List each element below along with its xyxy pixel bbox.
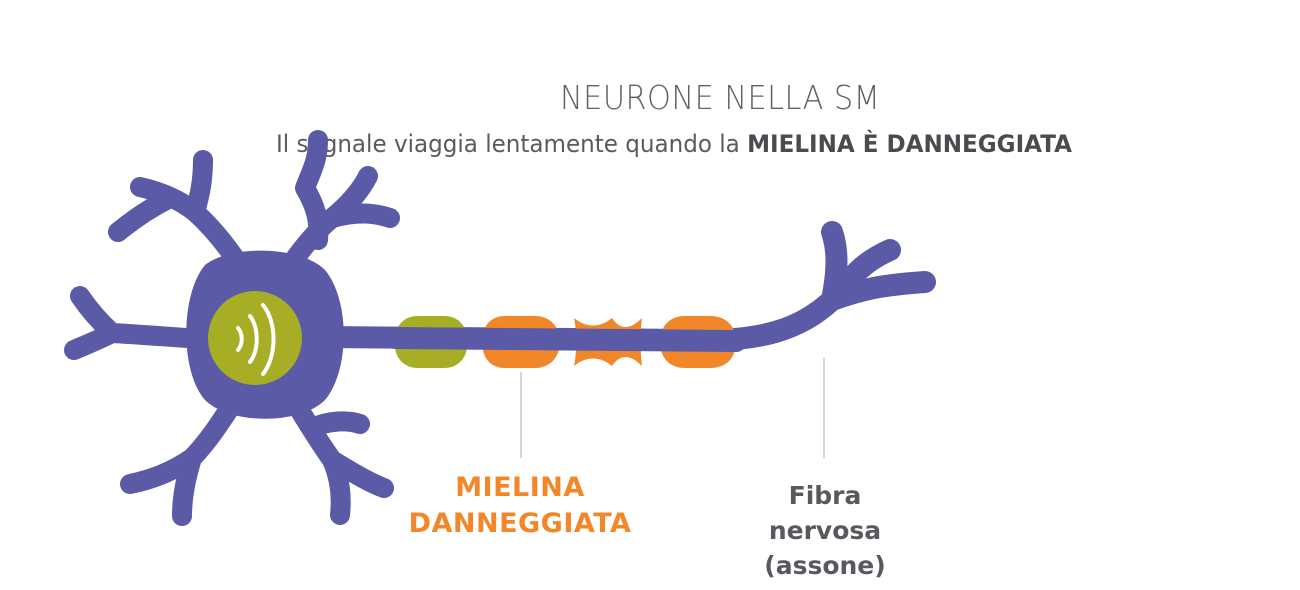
dendrite-upper-left: [108, 150, 265, 300]
damaged-myelin-label-line1: MIELINA: [455, 472, 585, 503]
axon-core: [384, 327, 747, 352]
subtitle-emphasis: MIELINA È DANNEGGIATA: [747, 130, 1072, 158]
nerve-fiber-label-line3: (assone): [764, 551, 886, 580]
axon: [309, 221, 936, 352]
signal-wave-2: [248, 314, 259, 364]
damaged-myelin-label: MIELINA DANNEGGIATA: [400, 470, 640, 542]
nerve-fiber-label-line1: Fibra: [788, 481, 862, 510]
dendrite-upper-right: [265, 130, 400, 300]
diagram-subtitle: Il segnale viaggia lentamente quando la …: [276, 130, 1072, 158]
nerve-fiber-label: Fibra nervosa (assone): [730, 478, 920, 583]
nerve-fiber-label-line2: nervosa: [768, 516, 882, 545]
dendrite-lower-right: [275, 375, 394, 525]
signal-wave-1: [236, 326, 244, 352]
damaged-myelin-label-line2: DANNEGGIATA: [408, 508, 632, 539]
subtitle-prefix: Il segnale viaggia lentamente quando la: [276, 130, 748, 158]
signal-wave-3: [261, 303, 276, 376]
neuron-cell-body: [64, 130, 400, 526]
signal-waves-icon: [236, 303, 276, 376]
diagram-title: NEURONE NELLA SM: [560, 78, 881, 117]
